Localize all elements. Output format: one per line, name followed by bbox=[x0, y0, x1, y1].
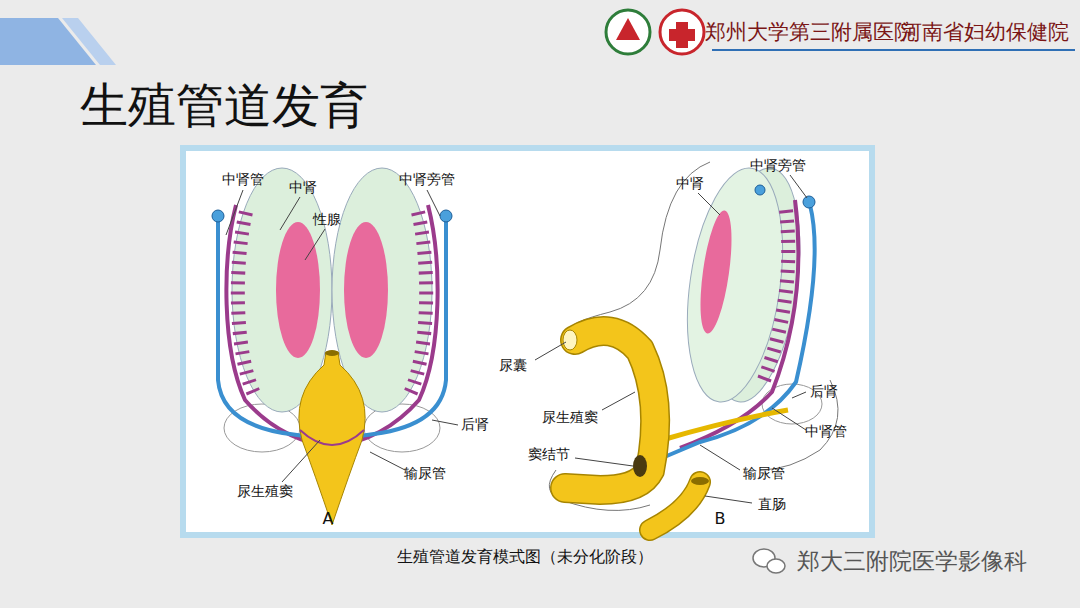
panel-letter: A bbox=[323, 510, 334, 528]
part-label: 尿生殖窦 bbox=[237, 484, 293, 499]
header-rule bbox=[712, 49, 1075, 51]
header-text: 河南省妇幼保健院 bbox=[901, 21, 1069, 44]
part-label: 直肠 bbox=[758, 497, 786, 512]
part-label: 窦结节 bbox=[528, 447, 570, 462]
part-label: 中肾 bbox=[676, 176, 704, 191]
ostium bbox=[755, 185, 765, 195]
part-label: 输尿管 bbox=[743, 466, 785, 481]
decor-stripe bbox=[62, 18, 116, 65]
duct-entry bbox=[300, 430, 364, 445]
gonad bbox=[694, 209, 737, 335]
part-label: 输尿管 bbox=[404, 466, 446, 481]
logo-mark bbox=[616, 18, 640, 40]
figure-caption: 生殖管道发育模式图（未分化阶段） bbox=[397, 547, 653, 568]
ostium bbox=[440, 210, 452, 222]
rectum-outline bbox=[650, 482, 700, 530]
part-label: 中肾旁管 bbox=[399, 172, 455, 187]
wechat-icon bbox=[767, 559, 785, 573]
sinus-opening bbox=[325, 350, 339, 356]
ostium bbox=[803, 196, 815, 208]
part-label: 中肾旁管 bbox=[750, 158, 806, 173]
part-label: 尿囊 bbox=[499, 358, 527, 373]
ureter bbox=[662, 410, 788, 440]
part-label: 后肾 bbox=[461, 417, 489, 432]
panel-letter: B bbox=[715, 510, 726, 528]
part-label: 性腺 bbox=[313, 212, 341, 227]
ostium bbox=[212, 210, 224, 222]
part-label: 尿生殖窦 bbox=[542, 410, 598, 425]
paramesonephric-duct bbox=[662, 205, 815, 458]
rectum-opening bbox=[691, 477, 709, 485]
figure-panel bbox=[183, 148, 872, 535]
logo bbox=[606, 10, 650, 54]
mesonephric-tubules bbox=[410, 212, 426, 394]
sinus-tubercle bbox=[633, 455, 647, 477]
mesonephric-tubules bbox=[238, 212, 254, 394]
allantois-end bbox=[563, 330, 577, 350]
leader-lines bbox=[226, 175, 807, 503]
gonad bbox=[344, 222, 388, 358]
gonad bbox=[276, 222, 320, 358]
part-label: 中肾 bbox=[289, 180, 317, 195]
part-label: 后肾 bbox=[810, 384, 838, 399]
slide-title: 生殖管道发育 bbox=[80, 74, 368, 138]
logo-mark bbox=[669, 22, 695, 48]
logo bbox=[660, 10, 704, 54]
part-label: 中肾管 bbox=[805, 424, 847, 439]
header-text: 郑州大学第三附属医院 bbox=[705, 21, 915, 44]
watermark: 郑大三附院医学影像科 bbox=[797, 549, 1027, 574]
rectum bbox=[650, 482, 700, 530]
urogenital-sinus bbox=[299, 352, 365, 525]
part-label: 中肾管 bbox=[222, 172, 264, 187]
